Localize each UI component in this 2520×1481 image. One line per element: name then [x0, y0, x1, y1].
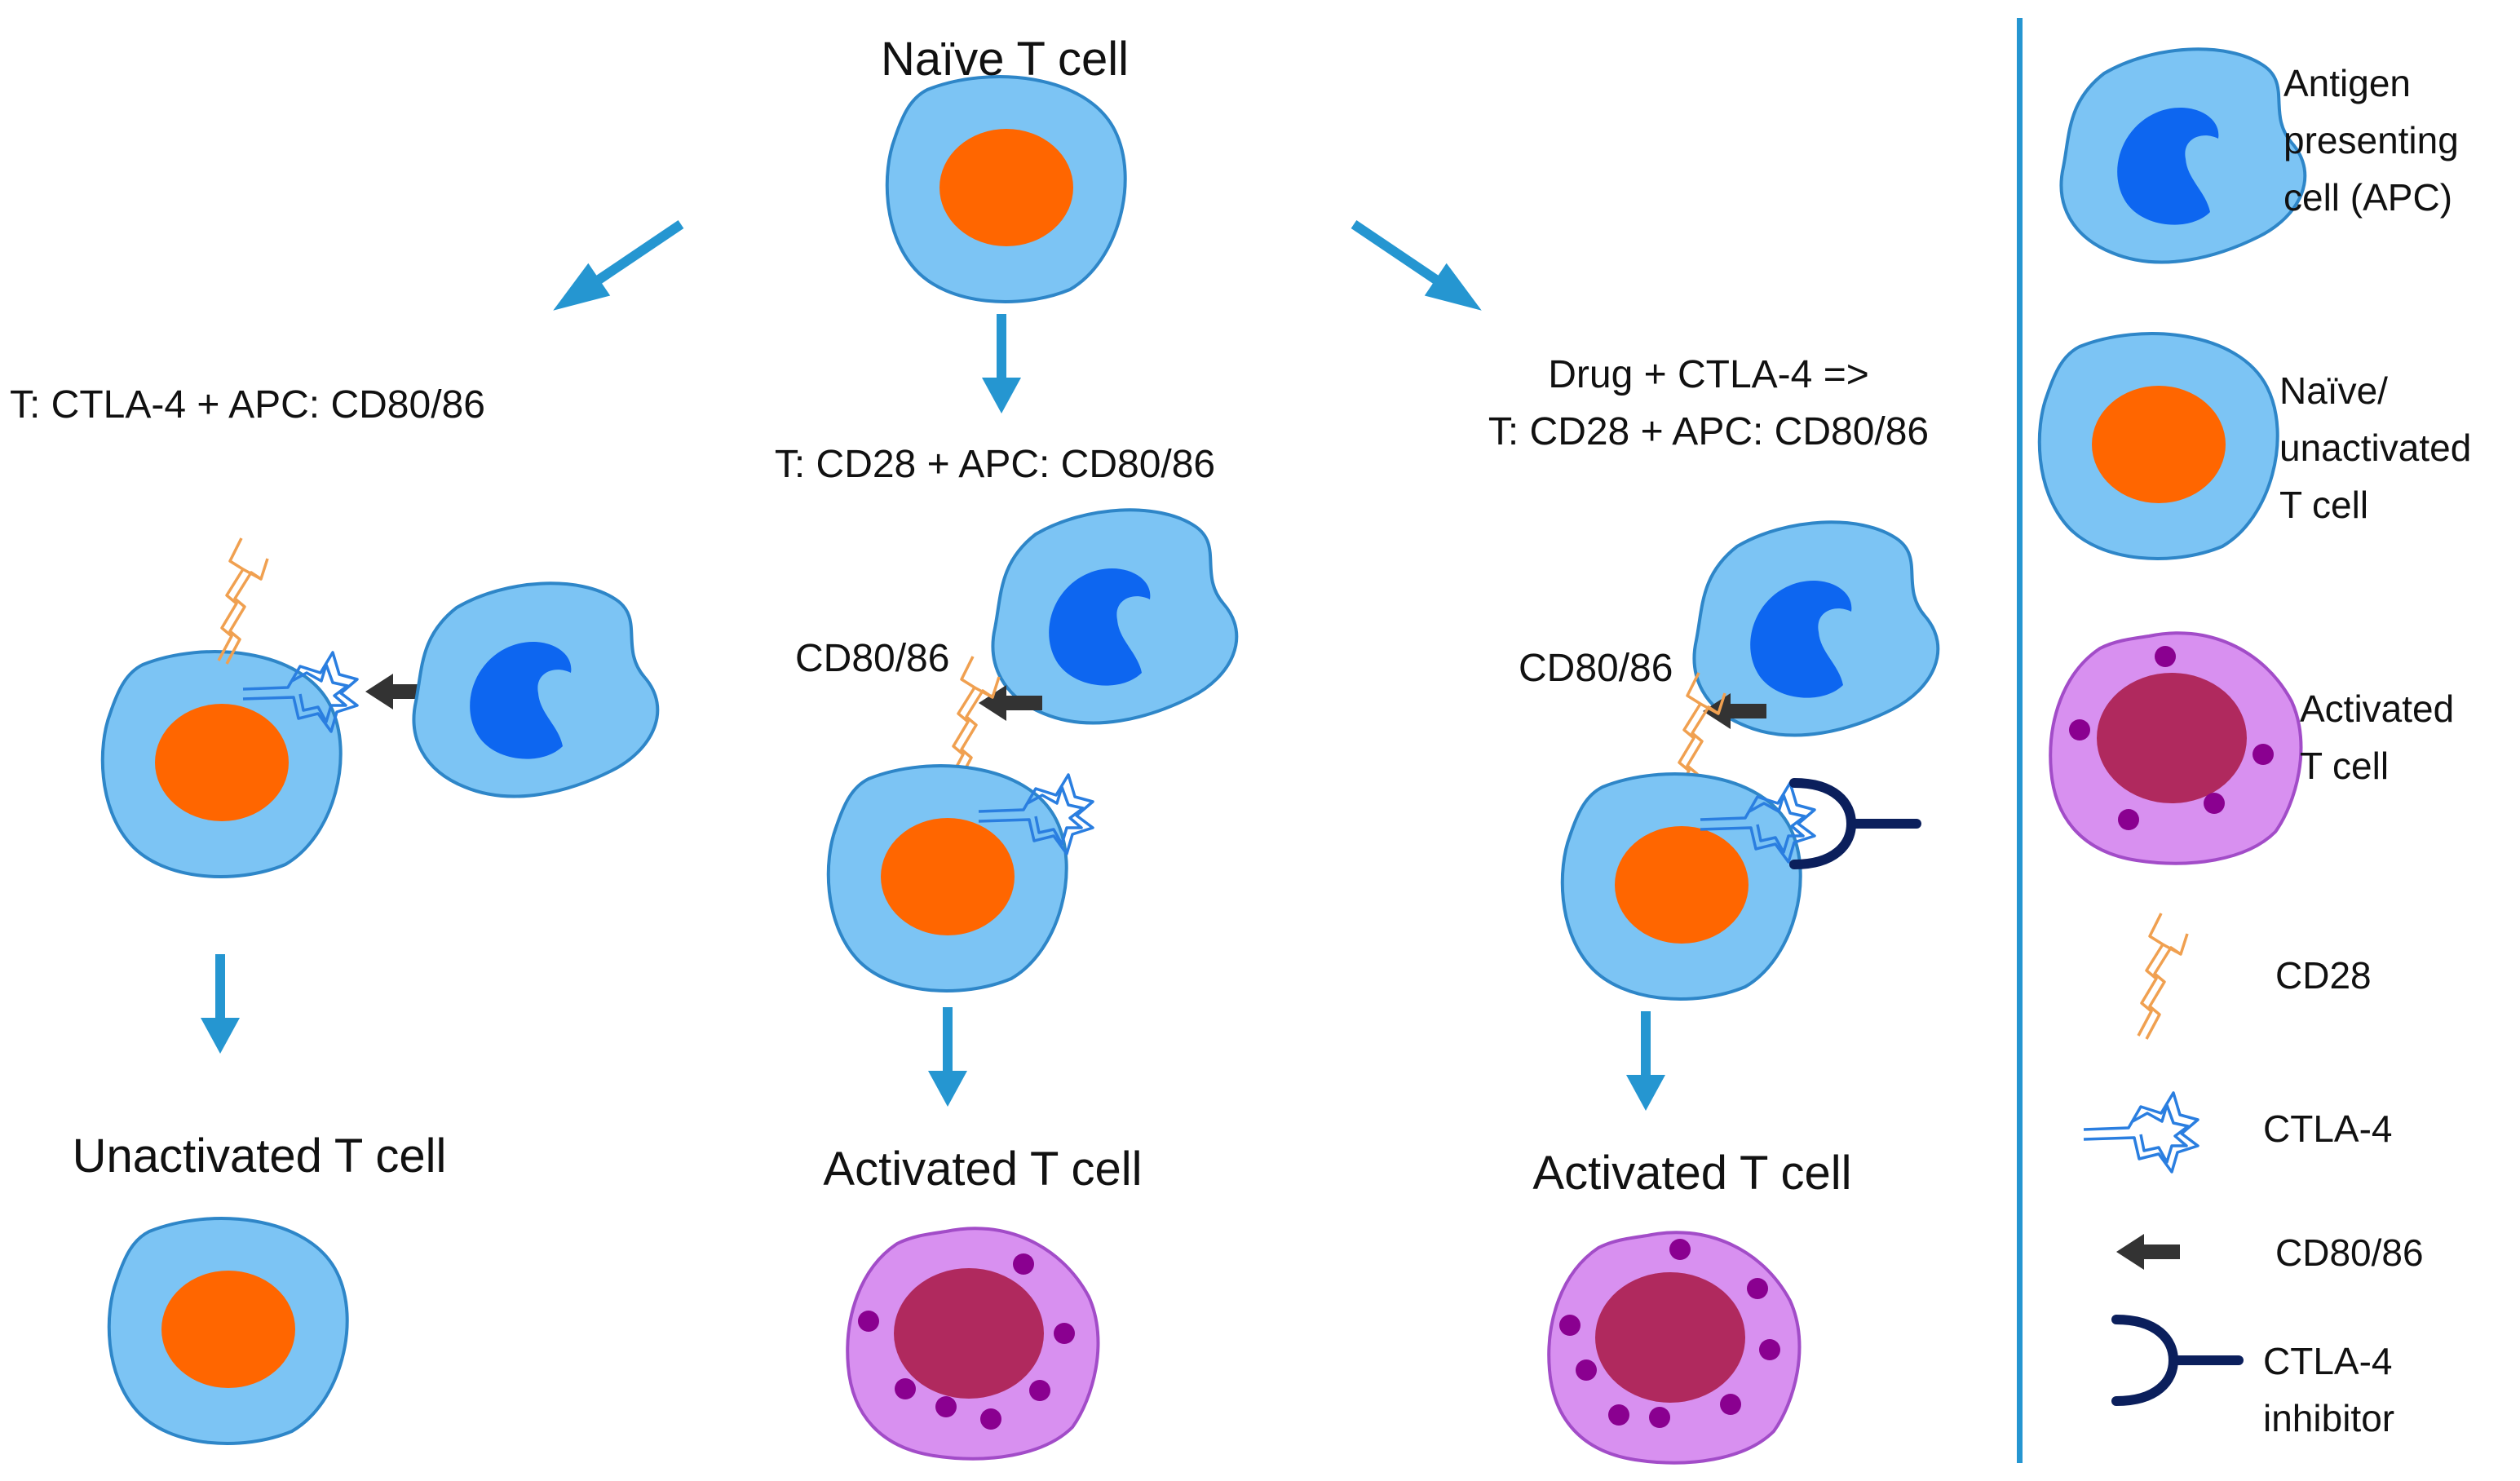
cd28-receptor-icon [2137, 912, 2189, 1041]
middle-condition: T: CD28 + APC: CD80/86 [775, 443, 1215, 486]
middle-cd28 [948, 655, 1001, 784]
legend-inhibitor-line2: inhibitor [2263, 1397, 2394, 1439]
naive-t-cell-top [885, 75, 1127, 303]
right-down-arrow [1626, 1011, 1665, 1111]
legend-apc-line2: presenting [2283, 119, 2459, 161]
legend-activated-line1: Activated [2300, 687, 2454, 730]
left-outcome: Unactivated T cell [73, 1130, 447, 1183]
left-down-arrow [201, 954, 240, 1054]
arrow-to-left-path [542, 208, 692, 327]
middle-activated-t-cell [846, 1227, 1100, 1461]
legend-apc-icon [2059, 47, 2307, 264]
right-cd80-86-label: CD80/86 [1519, 647, 1673, 690]
left-t-cell [100, 650, 343, 878]
left-apc [412, 581, 660, 798]
legend-t-cell-icon [2037, 332, 2279, 560]
middle-down-arrow [928, 1007, 967, 1107]
right-activated-t-cell [1547, 1231, 1802, 1465]
legend-inhibitor-line1: CTLA-4 [2263, 1340, 2392, 1382]
left-condition: T: CTLA-4 + APC: CD80/86 [10, 383, 485, 427]
arrow-to-middle-path [982, 314, 1021, 413]
legend-naive-line1: Naïve/ [2279, 369, 2388, 412]
right-ctla4-inhibitor [1794, 783, 1917, 864]
right-condition-line1: Drug + CTLA-4 => [1548, 353, 1869, 396]
right-condition-line2: T: CD28 + APC: CD80/86 [1488, 410, 1929, 453]
middle-apc [991, 508, 1239, 725]
legend-cd28-label: CD28 [2275, 954, 2372, 997]
legend-apc-line3: cell (APC) [2283, 176, 2452, 219]
right-apc [1692, 520, 1940, 737]
legend: Antigen presenting cell (APC) Naïve/ una… [2037, 47, 2471, 1439]
legend-ctla4-label: CTLA-4 [2263, 1107, 2392, 1150]
cd80-86-ligand-icon [2116, 1234, 2180, 1270]
legend-cd8086-label: CD80/86 [2275, 1231, 2424, 1274]
legend-naive-line3: T cell [2279, 484, 2368, 526]
legend-naive-line2: unactivated [2279, 427, 2471, 469]
arrow-to-right-path [1342, 208, 1493, 327]
right-t-cell [1560, 772, 1802, 1001]
ctla4-receptor-icon [2082, 1091, 2199, 1174]
legend-divider [2017, 18, 2023, 1463]
left-unactivated-t-cell [107, 1217, 349, 1445]
right-outcome: Activated T cell [1532, 1147, 1851, 1200]
middle-cd80-86-label: CD80/86 [795, 637, 949, 680]
left-cd28 [217, 537, 269, 665]
ctla4-inhibitor-icon [2116, 1320, 2239, 1401]
legend-apc-line1: Antigen [2283, 62, 2411, 104]
middle-outcome: Activated T cell [823, 1143, 1142, 1196]
legend-activated-line2: T cell [2300, 745, 2389, 787]
legend-activated-t-cell-icon [2049, 631, 2303, 865]
